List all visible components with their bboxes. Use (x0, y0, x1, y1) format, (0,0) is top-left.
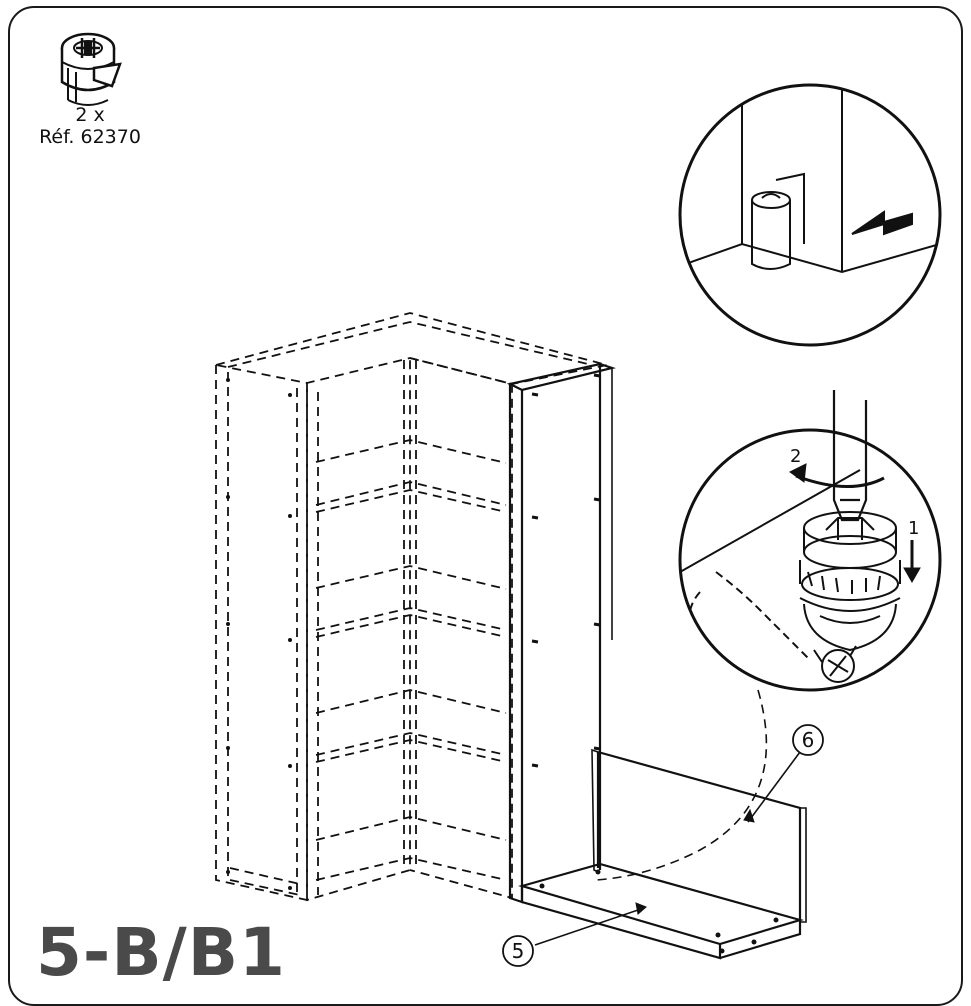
hardware-reference: Réf. 62370 (39, 126, 141, 148)
rotate-step-number: 2 (790, 446, 801, 467)
press-step-number: 1 (908, 518, 919, 539)
hardware-quantity: 2 x (75, 104, 105, 126)
cam-lock-fitting-icon (60, 32, 122, 106)
screwdriver-icon (832, 390, 868, 522)
callout-6-label: 6 (802, 728, 815, 752)
callout-6: 6 (792, 724, 824, 756)
rotate-arrow-icon (795, 474, 885, 488)
detail-cam-position (678, 83, 942, 347)
callout-5: 5 (502, 935, 534, 967)
step-label: 5-B/B1 (36, 914, 286, 991)
right-side-panel (506, 362, 616, 904)
bottom-panel-5 (518, 862, 804, 960)
dashed-corner-cabinet (215, 312, 608, 902)
back-panel-6 (591, 748, 807, 923)
detail-turn-cam (678, 390, 942, 692)
callout-5-label: 5 (512, 939, 525, 963)
